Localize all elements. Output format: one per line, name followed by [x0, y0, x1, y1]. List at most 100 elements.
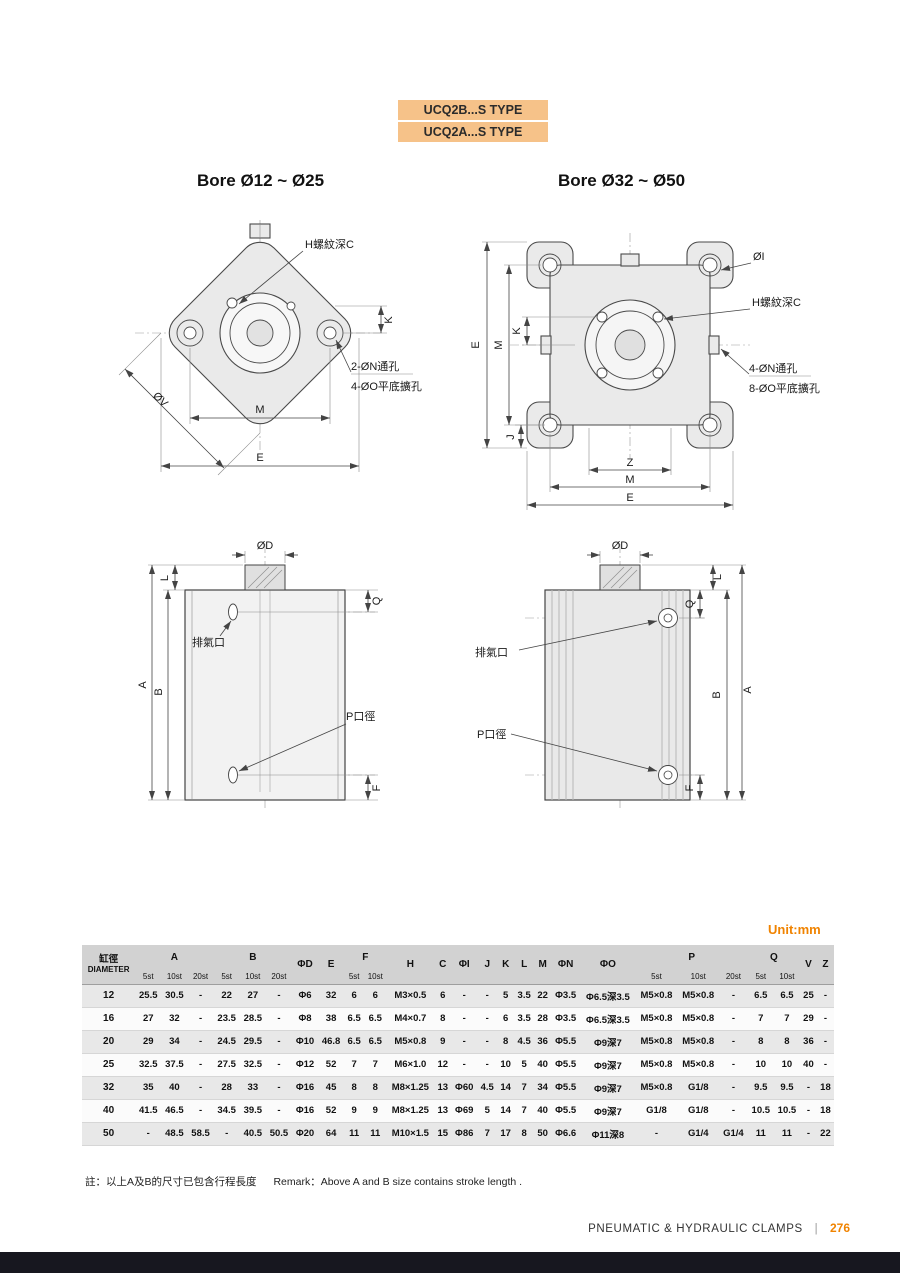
value-cell: 27 [239, 984, 266, 1008]
value-cell: 7 [773, 1007, 800, 1031]
value-cell: 25.5 [135, 984, 162, 1008]
footer-separator: | [814, 1223, 819, 1235]
column-header: 10st [677, 969, 720, 984]
diameter-cell: 25 [82, 1053, 136, 1077]
value-cell: Φ6 [292, 984, 319, 1008]
value-cell: - [477, 1030, 498, 1054]
column-header: J [477, 945, 498, 984]
value-cell: M8×1.25 [386, 1099, 435, 1123]
value-cell: 7 [514, 1099, 535, 1123]
value-cell: 18 [816, 1099, 834, 1123]
value-cell: - [451, 1007, 478, 1031]
bore-title-small: Bore Ø12 ~ Ø25 [197, 171, 325, 190]
value-cell: 34.5 [213, 1099, 240, 1123]
value-cell: 27.5 [213, 1053, 240, 1077]
value-cell: - [265, 1076, 293, 1100]
value-cell: 40 [800, 1053, 817, 1077]
value-cell: 41.5 [135, 1099, 162, 1123]
column-header: Q [747, 945, 800, 969]
value-cell: M5×0.8 [677, 1007, 720, 1031]
value-cell: M5×0.8 [677, 1053, 720, 1077]
value-cell: - [477, 984, 498, 1008]
value-cell: 8 [364, 1076, 387, 1100]
value-cell: 11 [344, 1122, 365, 1146]
value-cell: 50.5 [265, 1122, 293, 1146]
value-cell: 32.5 [239, 1053, 266, 1077]
value-cell: - [265, 1053, 293, 1077]
dim-label-f: F [371, 784, 383, 791]
value-cell: Φ6.5深3.5 [580, 1007, 636, 1031]
value-cell: 22 [213, 984, 240, 1008]
value-cell: 29.5 [239, 1030, 266, 1054]
value-cell: 35 [135, 1076, 162, 1100]
value-cell: 40.5 [239, 1122, 266, 1146]
cylinder-body [184, 589, 346, 801]
column-header: L [514, 945, 535, 984]
dim-label-j: J [505, 434, 517, 440]
value-cell: - [451, 1053, 478, 1077]
value-cell: 13 [434, 1076, 452, 1100]
counterbore-callout: 4-ØO平底擴孔 [351, 379, 422, 393]
value-cell: 32 [161, 1007, 188, 1031]
type-badge-ucq2b: UCQ2B...S TYPE [398, 100, 548, 120]
value-cell: 13 [434, 1099, 452, 1123]
note-english: Remark：Above A and B size contains strok… [273, 1176, 523, 1188]
value-cell: 17 [497, 1122, 515, 1146]
value-cell: 4.5 [477, 1076, 498, 1100]
value-cell: 10.5 [747, 1099, 774, 1123]
value-cell: - [800, 1076, 817, 1100]
value-cell: M3×0.5 [386, 984, 435, 1008]
column-header: ΦD [292, 945, 319, 984]
value-cell: 29 [800, 1007, 817, 1031]
diameter-cell: 32 [82, 1076, 136, 1100]
value-cell: M5×0.8 [635, 1076, 678, 1100]
column-header: ΦI [451, 945, 478, 984]
value-cell: 52 [318, 1099, 345, 1123]
column-header: 5st [135, 969, 162, 984]
value-cell: - [187, 1053, 214, 1077]
value-cell: 8 [747, 1030, 774, 1054]
value-cell: - [265, 1030, 293, 1054]
value-cell: Φ6.5深3.5 [580, 984, 636, 1008]
diameter-cell: 12 [82, 984, 136, 1008]
value-cell: 46.5 [161, 1099, 188, 1123]
value-cell: 40 [534, 1099, 552, 1123]
value-cell: G1/4 [677, 1122, 720, 1146]
footer-title: PNEUMATIC & HYDRAULIC CLAMPS [588, 1223, 803, 1235]
unit-label: Unit:mm [768, 922, 821, 937]
thread-callout: H螺紋深C [305, 237, 354, 251]
table-note: 註：以上A及B的尺寸已包含行程長度 Remark：Above A and B s… [85, 1174, 522, 1189]
dim-label-f: F [684, 784, 696, 791]
dim-label-m-left: M [493, 340, 505, 349]
value-cell: Φ3.5 [551, 984, 581, 1008]
value-cell: Φ86 [451, 1122, 478, 1146]
dim-label-k: K [511, 327, 523, 335]
thread-callout: H螺紋深C [752, 295, 801, 309]
column-header: H [386, 945, 435, 984]
value-cell: 38 [318, 1007, 345, 1031]
column-header: 5st [747, 969, 774, 984]
value-cell: - [187, 984, 214, 1008]
value-cell: 6.5 [344, 1030, 365, 1054]
value-cell: Φ9深7 [580, 1053, 636, 1077]
value-cell: - [477, 1053, 498, 1077]
value-cell: 6.5 [344, 1007, 365, 1031]
dim-label-a: A [742, 686, 754, 694]
value-cell: M10×1.5 [386, 1122, 435, 1146]
value-cell: 14 [497, 1099, 515, 1123]
value-cell: 14 [497, 1076, 515, 1100]
value-cell: 58.5 [187, 1122, 214, 1146]
value-cell: - [187, 1030, 214, 1054]
note-chinese: 註：以上A及B的尺寸已包含行程長度 [85, 1176, 257, 1188]
dim-label-l: L [159, 575, 171, 581]
dim-label-q: Q [371, 596, 383, 605]
dim-label-b: B [711, 691, 723, 698]
dim-label-z: Z [627, 457, 634, 469]
value-cell: Φ16 [292, 1099, 319, 1123]
value-cell: Φ9深7 [580, 1076, 636, 1100]
column-header: P [635, 945, 748, 969]
pressure-port [658, 765, 678, 785]
